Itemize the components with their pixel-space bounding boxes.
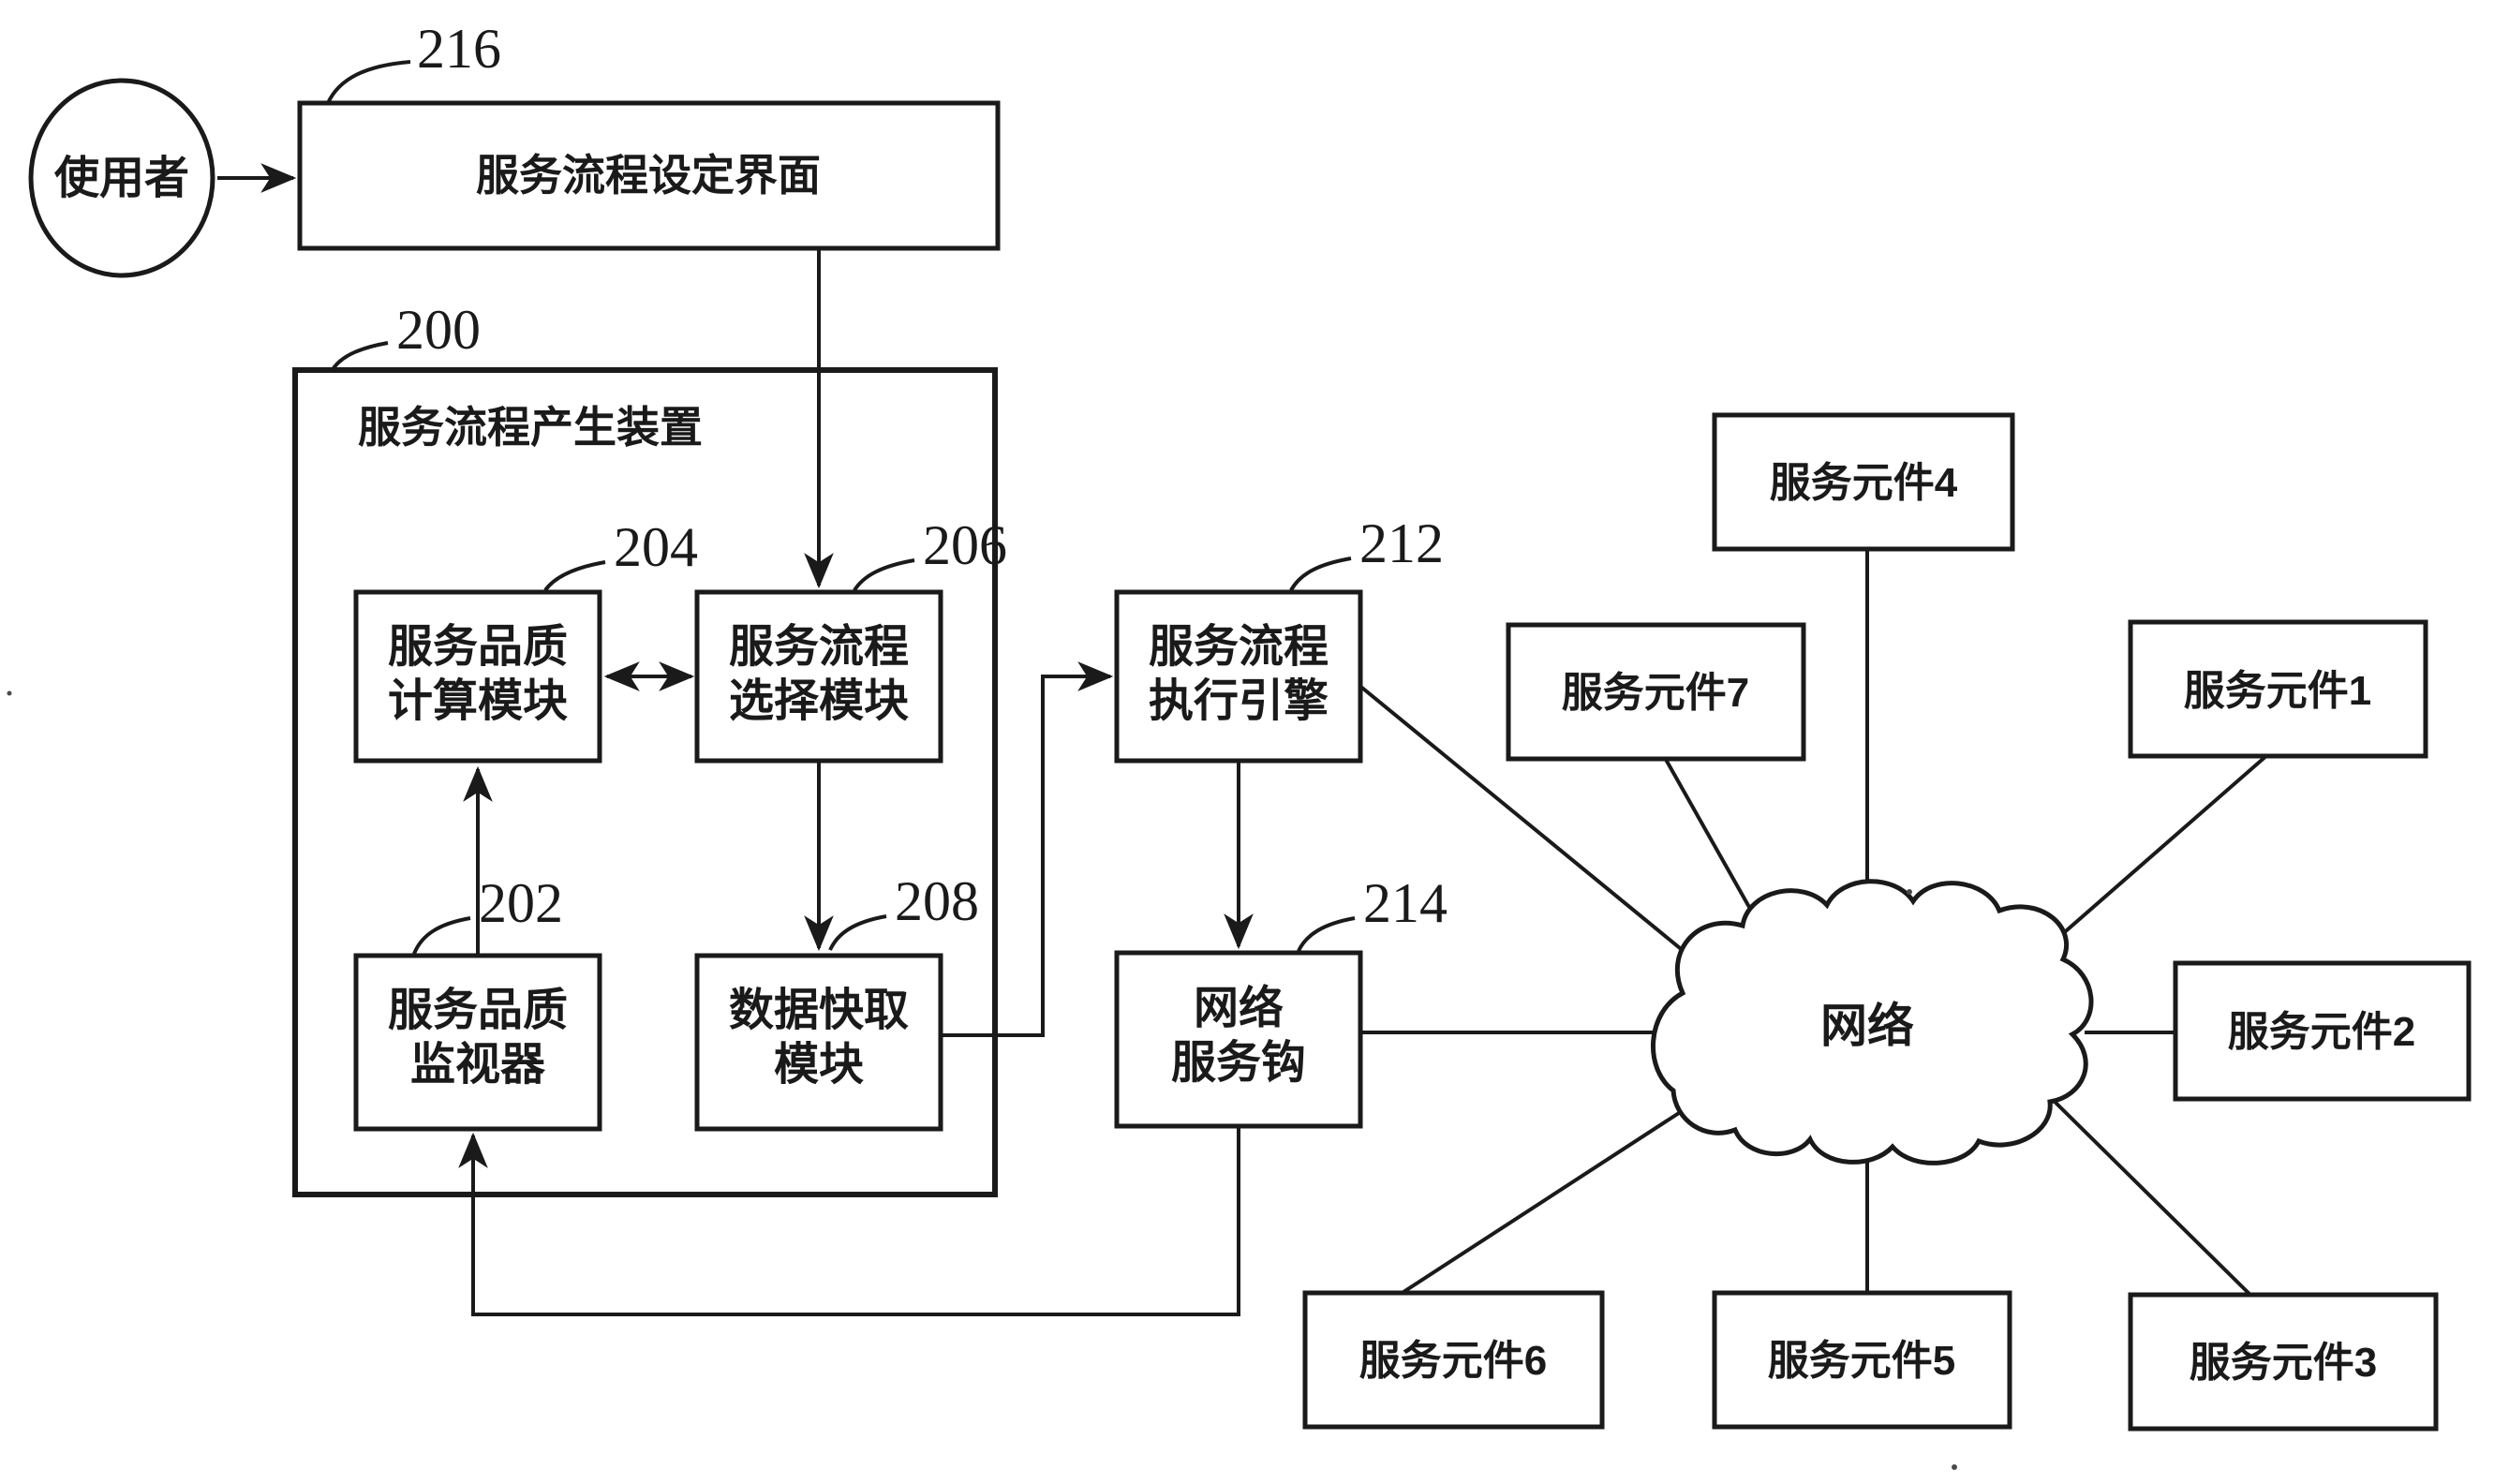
network-cloud [1651,879,2094,1165]
leader-214 [1297,916,1356,952]
service-element-4-box [1712,412,2015,552]
network-cloud-label: 网络 [1820,1000,1914,1052]
qos-monitor-label-line2: 监视器 [410,1040,546,1090]
network-spokes [1351,540,2277,1306]
web-service-hook-label-line2: 服务钩 [1171,1038,1306,1088]
ref-204-label: 204 [614,516,698,578]
service-element-3-label: 服务元件3 [2190,1340,2377,1386]
arrow-connectors [217,163,1254,1316]
qos-calc-label-line1: 服务品质 [388,622,568,672]
flow-select-label-line1: 服务流程 [729,622,909,672]
scan-speck [7,690,12,696]
scan-speck [1952,1464,1957,1470]
service-element-2-box [2173,960,2472,1102]
qos-monitor-label-line1: 服务品质 [388,986,568,1035]
qos-calc-module-box [353,589,602,764]
flow-select-module-box [694,589,943,764]
link-engine-to-network [1351,678,1702,967]
qos-monitor-box [353,953,602,1132]
web-service-hook-label-line1: 网络 [1194,983,1284,1033]
ref-leaders [326,60,1356,955]
leader-216 [326,60,411,104]
service-element-4-label: 服务元件4 [1770,460,1958,506]
leader-212 [1289,556,1352,592]
link-network-to-se3 [2045,1092,2262,1306]
leader-208 [828,914,887,951]
service-element-7-label: 服务元件7 [1562,670,1749,716]
link-network-to-se1 [2036,747,2277,957]
web-service-hook-box [1114,950,1363,1129]
ref-206-label: 206 [923,514,1007,576]
qos-calc-label-line2: 计算模块 [388,676,568,726]
user-actor-circle [28,78,215,278]
leader-200 [330,341,389,373]
service-element-2-label: 服务元件2 [2228,1009,2415,1055]
service-element-6-label: 服务元件6 [1359,1338,1547,1384]
user-actor-label: 使用者 [54,154,189,203]
ref-214-label: 214 [1363,872,1448,934]
data-cache-label-line2: 模块 [774,1040,864,1090]
service-element-5-label: 服务元件5 [1768,1338,1955,1384]
service-element-7-box [1506,622,1806,762]
flow-select-label-line2: 选择模块 [729,676,909,726]
service-element-5-box [1712,1290,2012,1430]
ref-216-label: 216 [417,18,501,80]
ref-202-label: 202 [479,872,563,934]
link-network-to-se7 [1658,749,1768,938]
ref-200-label: 200 [396,299,481,361]
flow-setup-ui-box [297,100,1001,251]
leader-204 [543,560,606,592]
arrow-hook-feedback-to-qosmonitor [458,1126,1240,1316]
arrow-datacache-to-engine [941,661,1114,1037]
flow-engine-label-line2: 执行引擎 [1149,676,1329,726]
flow-engine-label-line1: 服务流程 [1149,622,1329,672]
labels: 使用者 服务流程设定界面 服务流程产生装置 服务品质 计算模块 服务流程 选择模… [54,18,2415,1386]
leader-202 [412,916,471,955]
flow-setup-ui-label: 服务流程设定界面 [476,151,821,200]
data-cache-module-box [694,953,943,1132]
flow-execution-engine-box [1114,589,1363,764]
service-element-3-box [2128,1292,2439,1432]
service-element-1-label: 服务元件1 [2184,668,2371,714]
service-element-6-box [1302,1290,1605,1430]
service-element-1-box [2128,619,2428,759]
ref-208-label: 208 [895,870,979,932]
ref-212-label: 212 [1359,512,1444,574]
node-shapes [28,78,2472,1432]
link-network-to-se6 [1383,1099,1700,1306]
scan-speck [1907,889,1912,895]
generator-title: 服务流程产生装置 [358,403,703,452]
leader-206 [853,558,915,592]
data-cache-label-line1: 数据快取 [729,986,909,1035]
